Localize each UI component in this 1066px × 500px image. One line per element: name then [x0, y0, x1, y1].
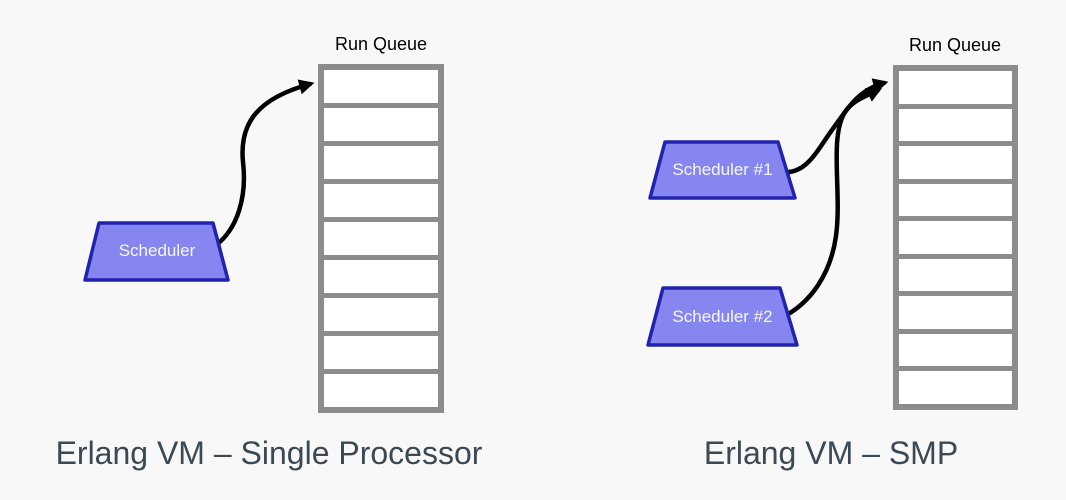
- run-queue-title-smp: Run Queue: [908, 35, 1002, 55]
- run-queue-slot: [324, 260, 438, 293]
- run-queue-slot: [899, 183, 1012, 217]
- run-queue-slot: [899, 146, 1012, 179]
- run-queue-slot: [324, 146, 438, 179]
- run-queue-slot: [324, 374, 438, 407]
- run-queue-slot: [899, 296, 1012, 329]
- scheduler1-shape: [648, 140, 797, 200]
- run-queue-slot: [899, 371, 1012, 404]
- arrow-scheduler2-to-runqueue: [778, 87, 883, 321]
- run-queue-slot: [899, 108, 1012, 142]
- run-queue-title-single: Run Queue: [334, 34, 428, 54]
- run-queue-slot: [324, 108, 438, 141]
- run-queue-slot: [899, 333, 1012, 367]
- arrow-scheduler1-to-runqueue: [776, 78, 889, 175]
- run-queue-slot: [899, 221, 1012, 254]
- run-queue-slot: [324, 70, 438, 103]
- run-queue-slot: [899, 71, 1012, 104]
- scheduler-shape-single: [83, 221, 230, 282]
- run-queue-slot: [324, 222, 438, 255]
- run-queue-slot: [899, 258, 1012, 292]
- run-queue-slot: [324, 336, 438, 369]
- scheduler2-shape: [646, 286, 799, 347]
- arrow-scheduler-to-runqueue: [212, 79, 315, 249]
- caption-single-processor: Erlang VM – Single Processor: [55, 435, 483, 471]
- run-queue-slot: [324, 298, 438, 331]
- run-queue-single: [318, 64, 444, 413]
- run-queue-slot: [324, 184, 438, 217]
- run-queue-smp: [893, 65, 1018, 410]
- caption-smp: Erlang VM – SMP: [703, 435, 959, 471]
